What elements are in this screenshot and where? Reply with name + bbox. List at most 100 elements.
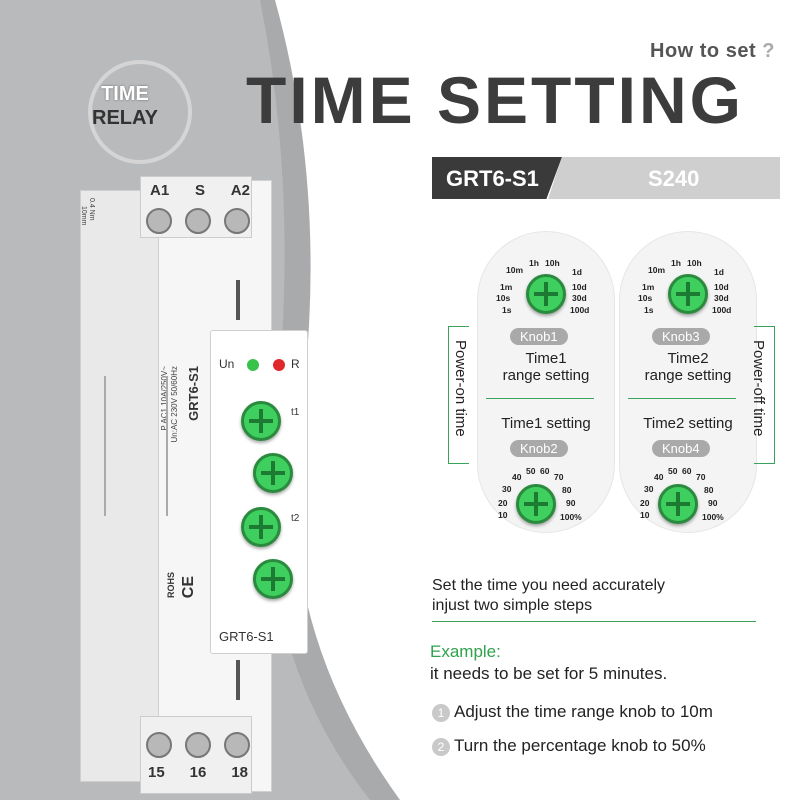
- screw-icon: [224, 208, 250, 234]
- range-1d: 1d: [572, 267, 582, 277]
- pct-40: 40: [654, 472, 664, 482]
- knob2-dial[interactable]: [516, 484, 556, 524]
- device-knob2[interactable]: [253, 453, 293, 493]
- model-bar-light: [548, 157, 780, 199]
- terminal-a1: A1: [150, 182, 170, 199]
- range-10d: 10d: [572, 282, 587, 292]
- how-to-set: How to set ?: [650, 40, 775, 63]
- model-bar-dark: [432, 157, 562, 199]
- intro-line1: Set the time you need accurately: [432, 577, 666, 594]
- example-text: it needs to be set for 5 minutes.: [430, 664, 668, 683]
- range-1m: 1m: [500, 282, 513, 292]
- range-1d: 1d: [714, 267, 724, 277]
- intro-text: Set the time you need accurately injust …: [432, 576, 665, 616]
- range-10h: 10h: [545, 258, 560, 268]
- pct-70: 70: [696, 472, 706, 482]
- range-10s: 10s: [638, 293, 653, 303]
- side-spec1: Un:AC 230V 50/60Hz: [170, 366, 179, 443]
- pct-50: 50: [668, 466, 678, 476]
- pct-40: 40: [512, 472, 522, 482]
- bottom-terminal-labels: 15 16 18: [148, 764, 248, 781]
- relay-device: A1 S A2 Un R t1 t2 GRT6-S1 GRT6-S1 Un:AC…: [70, 176, 310, 794]
- time-relay-badge: TIME RELAY: [92, 82, 158, 130]
- pct-90: 90: [708, 498, 718, 508]
- range-10s: 10s: [496, 293, 511, 303]
- range-dial-1: 1h 10h 10m 1d 1m 10d 10s 30d 1s 100d: [478, 252, 614, 322]
- screw-icon: [224, 732, 250, 758]
- led-green-icon: [247, 359, 259, 371]
- device-model-label: GRT6-S1: [219, 629, 274, 644]
- model-bar: GRT6-S1 S240: [432, 157, 780, 199]
- badge-ring: [88, 60, 192, 164]
- question-mark: ?: [762, 40, 775, 62]
- power-off-bracket: [754, 326, 775, 464]
- top-screws: [146, 208, 250, 234]
- terminal-15: 15: [148, 764, 165, 781]
- pct-20: 20: [498, 498, 508, 508]
- percent-dial-2: 40 50 60 70 30 80 20 90 10 100%: [478, 466, 614, 536]
- t2-label: t2: [291, 513, 300, 524]
- badge-time: TIME: [101, 83, 149, 105]
- divider: [486, 398, 594, 399]
- time2-range-line1: Time2: [667, 350, 709, 367]
- percent-dial-4: 40 50 60 70 30 80 20 90 10 100%: [620, 466, 756, 536]
- screw-icon: [185, 208, 211, 234]
- pct-50: 50: [526, 466, 536, 476]
- range-1h: 1h: [529, 258, 539, 268]
- side-model: GRT6-S1: [186, 366, 201, 421]
- knob4-dial[interactable]: [658, 484, 698, 524]
- device-face: Un R t1 t2 GRT6-S1: [210, 330, 308, 654]
- time2-range-line2: range setting: [644, 367, 732, 384]
- ce-mark: CE: [180, 576, 197, 599]
- pct-80: 80: [704, 485, 714, 495]
- knob3-dial[interactable]: [668, 274, 708, 314]
- knob1-dial[interactable]: [526, 274, 566, 314]
- terminal-s: S: [194, 182, 205, 199]
- terminal-a2: A2: [230, 182, 250, 199]
- time2-setting-text: Time2 setting: [643, 415, 733, 432]
- step1-number: 1: [432, 703, 450, 722]
- led-un-label: Un: [219, 357, 235, 371]
- terminal-18: 18: [231, 764, 248, 781]
- led-r-label: R: [291, 357, 300, 371]
- screw-icon: [185, 732, 211, 758]
- pct-10: 10: [640, 510, 650, 520]
- knob1-label: Knob1: [510, 328, 568, 345]
- device-knob1[interactable]: [241, 401, 281, 441]
- step1-text: Adjust the time range knob to 10m: [454, 702, 713, 721]
- t1-label: t1: [291, 407, 300, 418]
- terminal-16: 16: [189, 764, 207, 781]
- screw-icon: [146, 732, 172, 758]
- intro-line2: injust two simple steps: [432, 597, 593, 614]
- time1-range-line1: Time1: [525, 350, 567, 367]
- rail-tab: [236, 660, 240, 700]
- time1-range-text: Time1 range setting: [478, 350, 614, 384]
- power-on-bracket: [448, 326, 469, 464]
- pct-100: 100%: [702, 512, 724, 522]
- time1-setting-text: Time1 setting: [501, 415, 591, 432]
- divider: [628, 398, 736, 399]
- power-on-label: Power-on time: [452, 340, 469, 437]
- range-10m: 10m: [506, 265, 524, 275]
- knob3-label: Knob3: [652, 328, 710, 345]
- device-knob3[interactable]: [241, 507, 281, 547]
- model-subtitle: S240: [648, 166, 700, 191]
- power-off-label: Power-off time: [750, 340, 767, 437]
- time2-range-text: Time2 range setting: [620, 350, 756, 384]
- bottom-screws: [146, 732, 250, 758]
- length-label: 10mm: [80, 206, 87, 226]
- pct-60: 60: [682, 466, 692, 476]
- device-knob4[interactable]: [253, 559, 293, 599]
- pct-20: 20: [640, 498, 650, 508]
- example-heading: Example:: [430, 642, 501, 661]
- pct-60: 60: [540, 466, 550, 476]
- divider: [432, 621, 756, 622]
- pct-80: 80: [562, 485, 572, 495]
- how-to-set-text: How to set: [650, 40, 757, 62]
- badge-relay: RELAY: [92, 107, 158, 129]
- range-1s: 1s: [502, 305, 512, 315]
- rail-tab: [236, 280, 240, 320]
- range-100d: 100d: [570, 305, 590, 315]
